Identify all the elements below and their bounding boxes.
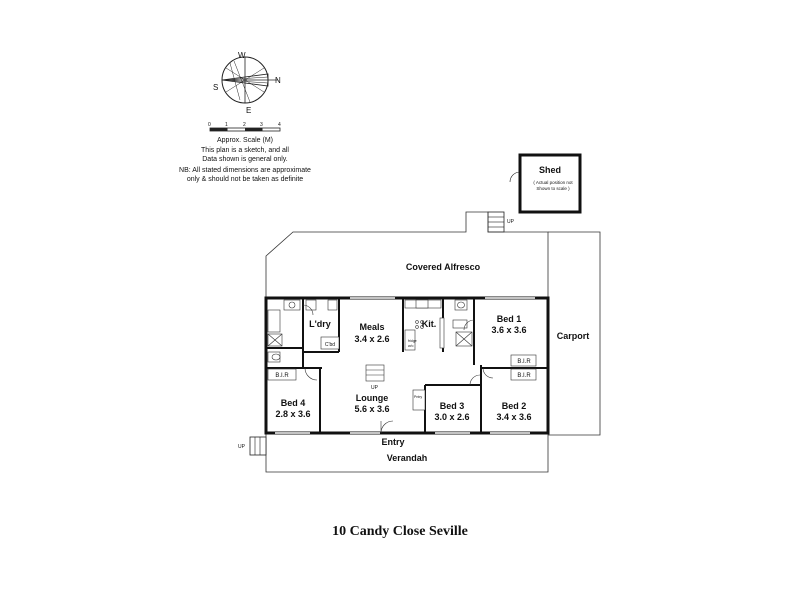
lounge-label: Lounge <box>356 393 389 403</box>
scale-label: Approx. Scale (M) <box>217 137 273 144</box>
scale-tick-1: 1 <box>225 122 228 128</box>
compass-s-label: S <box>213 83 218 92</box>
compass-e-label: E <box>246 106 251 115</box>
bed1-dims: 3.6 x 3.6 <box>491 325 526 335</box>
shed-note-1: ( Actual position not <box>533 180 573 185</box>
wo-label: w/o <box>408 344 414 348</box>
kitchen-fixtures <box>404 299 445 351</box>
bed2-bir-label: B.I.R <box>517 373 531 379</box>
shed-label: Shed <box>539 165 561 175</box>
pantry-box <box>412 389 426 411</box>
meals-label: Meals <box>359 322 384 332</box>
compass-w-label: W <box>238 51 246 60</box>
scale-tick-2: 2 <box>243 122 246 128</box>
scale-tick-4: 4 <box>278 122 281 128</box>
bathroom-fixtures <box>267 299 301 363</box>
ensuite-fixtures <box>452 299 473 347</box>
note-line-4: only & should not be taken as definite <box>187 176 303 183</box>
compass-icon <box>221 56 278 104</box>
note-line-2: Data shown is general only. <box>202 156 288 163</box>
laundry-fixtures <box>305 299 340 350</box>
rear-steps-up-label: UP <box>507 219 515 225</box>
lounge-steps-up-label: UP <box>371 385 379 391</box>
shed-outline <box>509 153 582 214</box>
scale-tick-3: 3 <box>260 122 263 128</box>
doors <box>302 304 494 434</box>
lounge-steps <box>365 364 385 382</box>
windows <box>275 297 535 434</box>
note-line-3: NB: All stated dimensions are approximat… <box>179 167 311 174</box>
lounge-dims: 5.6 x 3.6 <box>354 404 389 414</box>
bed3-label: Bed 3 <box>440 401 465 411</box>
bed1-bir-label: B.I.R <box>517 359 531 365</box>
alfresco-label: Covered Alfresco <box>406 262 481 272</box>
verandah-label: Verandah <box>387 453 428 463</box>
bed4-label: Bed 4 <box>281 398 306 408</box>
front-steps-up-label: UP <box>238 444 246 450</box>
note-line-1: This plan is a sketch, and all <box>201 147 289 154</box>
house-outline <box>264 296 550 435</box>
bed2-label: Bed 2 <box>502 401 527 411</box>
rear-steps <box>487 211 505 233</box>
pantry-label: Pntry <box>414 395 422 399</box>
kitchen-label: Kit. <box>422 319 437 329</box>
front-steps <box>249 436 267 456</box>
address-title: 10 Candy Close Seville <box>332 524 468 539</box>
bed4-dims: 2.8 x 3.6 <box>275 409 310 419</box>
scale-tick-0: 0 <box>208 122 211 128</box>
compass-n-label: N <box>275 76 281 85</box>
laundry-label: L'dry <box>309 319 331 329</box>
bed4-bir-label: B.I.R <box>275 373 289 379</box>
fridge-label: fridge <box>408 339 417 343</box>
cbd-label: C'bd <box>325 342 335 348</box>
bed2-dims: 3.4 x 3.6 <box>496 412 531 422</box>
bed1-label: Bed 1 <box>497 314 522 324</box>
shed-note-2: Shown to scale ) <box>536 186 570 191</box>
carport-label: Carport <box>557 331 590 341</box>
bir-boxes <box>267 354 537 381</box>
meals-dims: 3.4 x 2.6 <box>354 334 389 344</box>
scale-bar <box>209 127 281 132</box>
alfresco-outline <box>265 211 549 298</box>
bed3-dims: 3.0 x 2.6 <box>434 412 469 422</box>
entry-label: Entry <box>381 437 404 447</box>
carport-outline <box>548 231 601 436</box>
